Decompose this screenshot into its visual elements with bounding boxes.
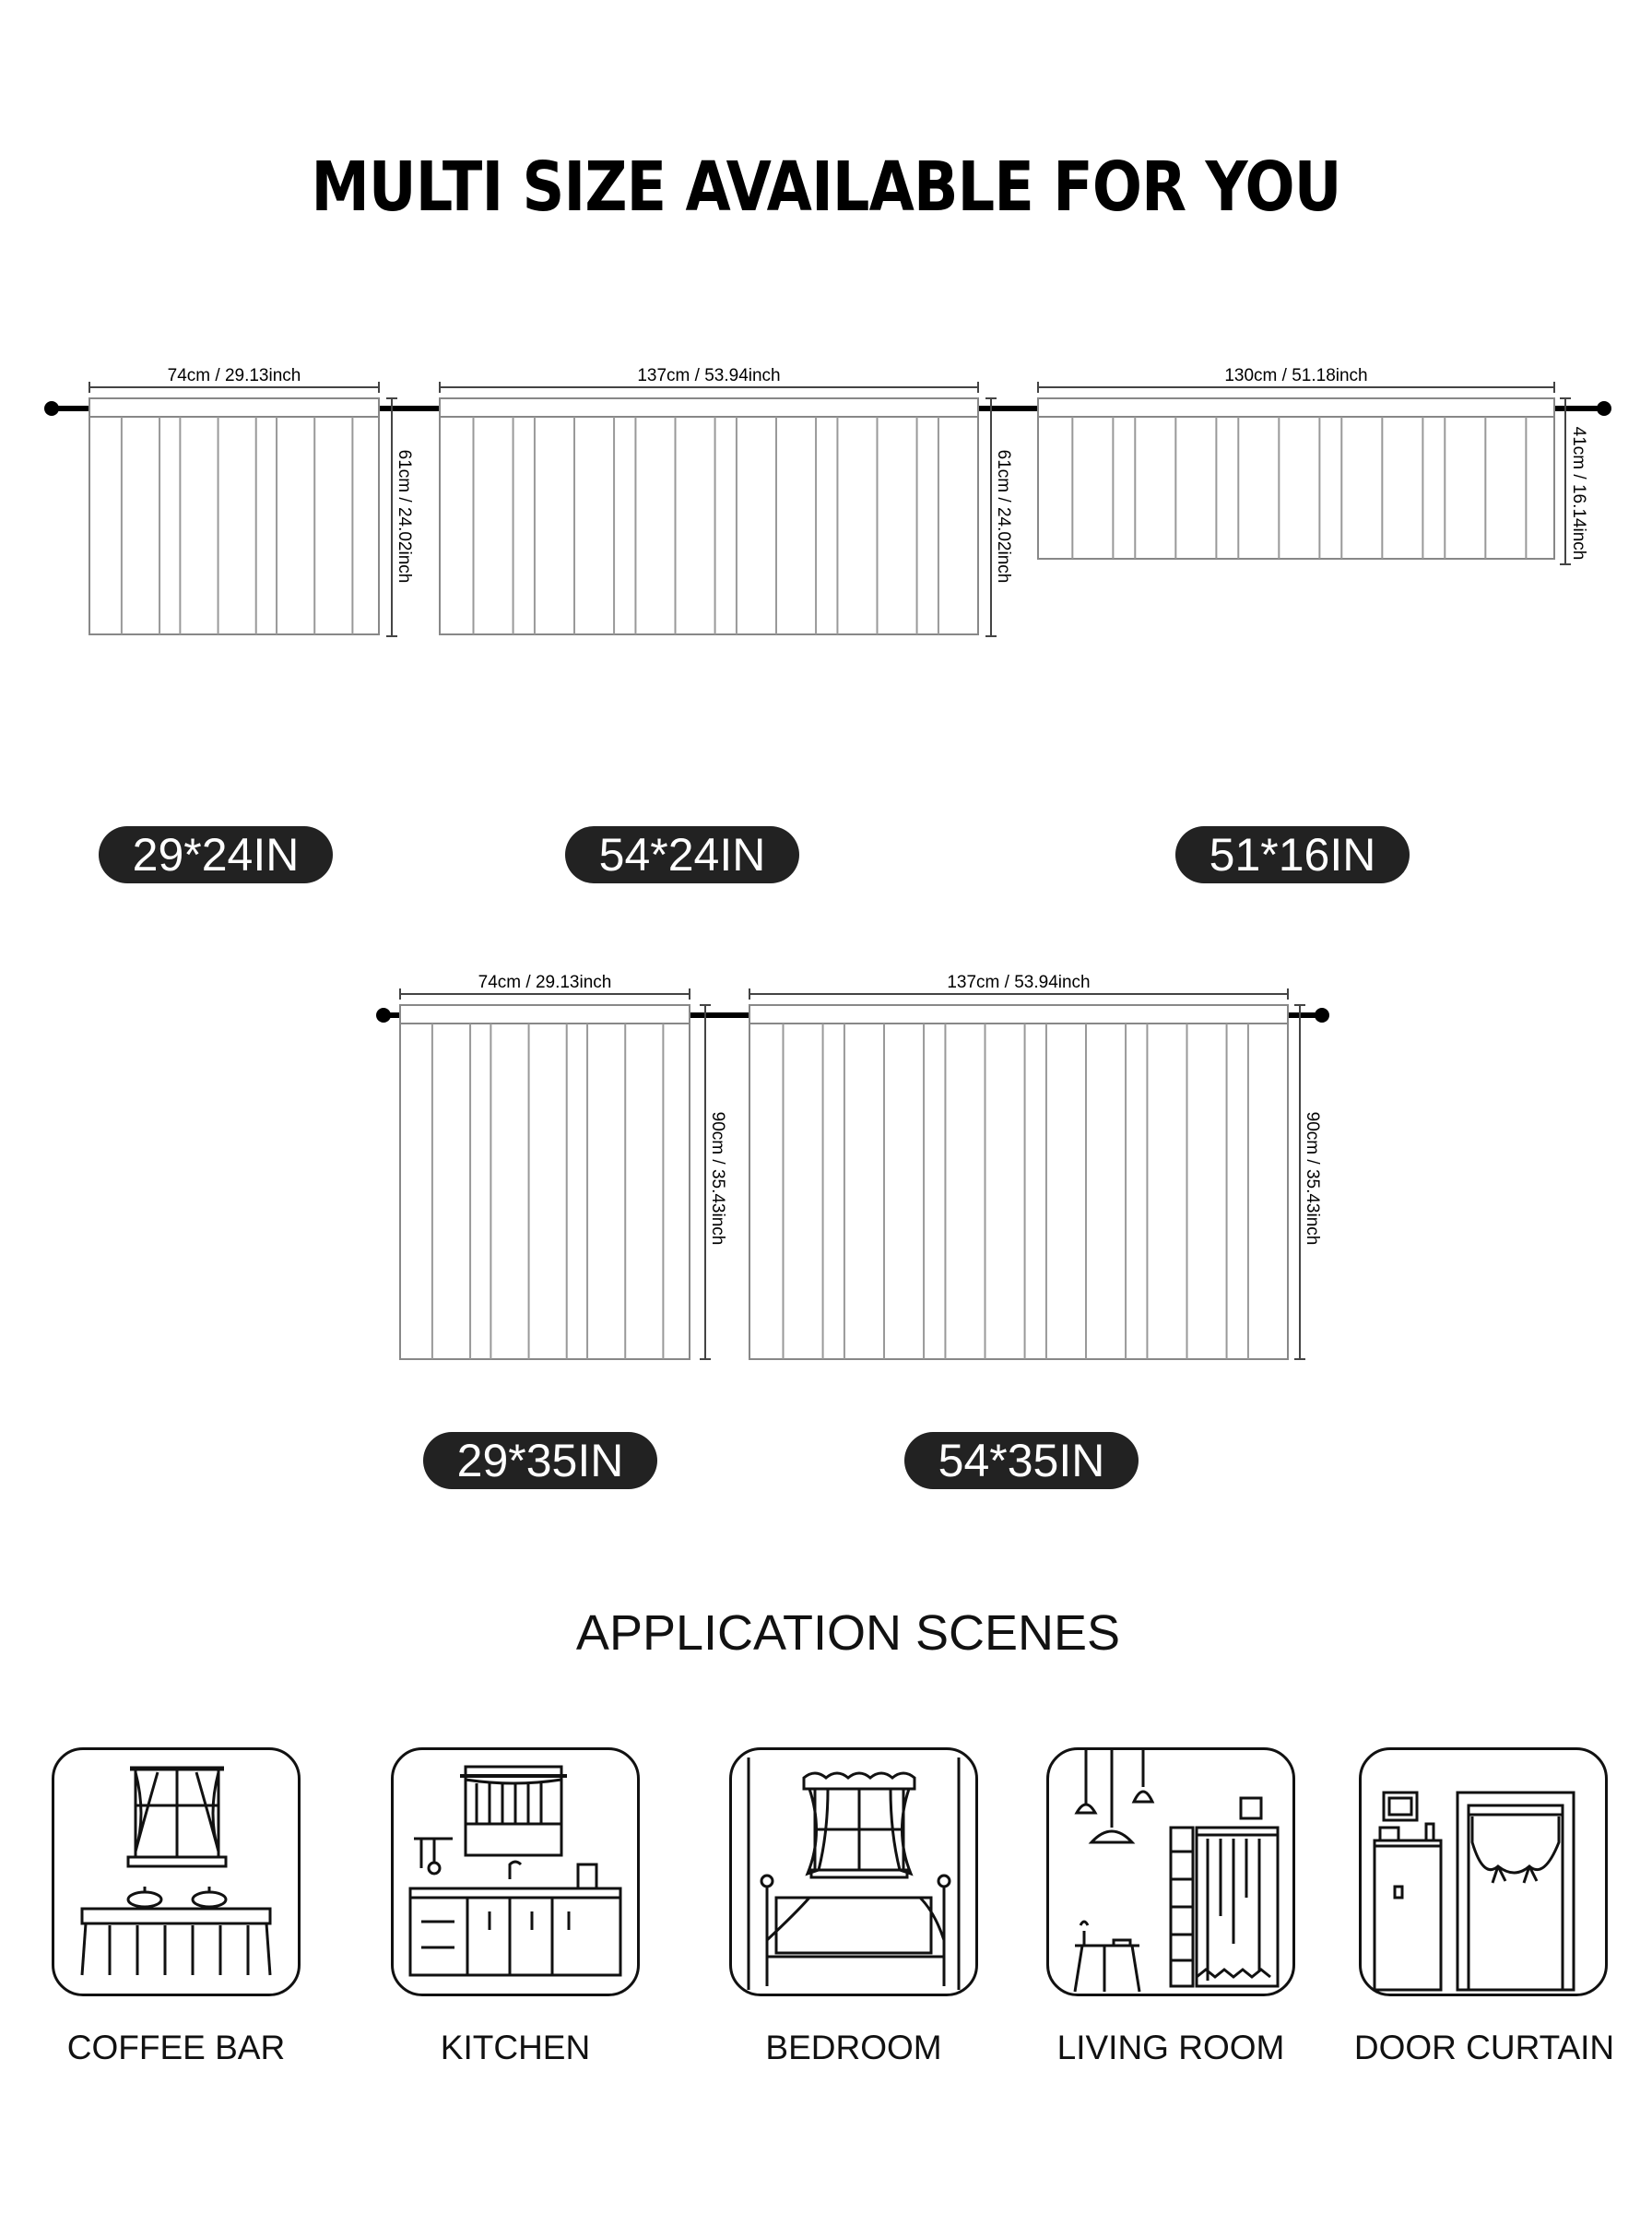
- size-badge-29x24: 29*24IN: [99, 826, 333, 883]
- curtain-51x16: 130cm / 51.18inch 41cm / 16.14inch: [1037, 366, 1588, 565]
- height-label: 61cm / 24.02inch: [994, 450, 1013, 584]
- curtain-54x24: 137cm / 53.94inch 61cm / 24.02inch: [439, 366, 1013, 637]
- size-badge-51x16: 51*16IN: [1175, 826, 1410, 883]
- size-badge-54x24: 54*24IN: [565, 826, 799, 883]
- height-label: 41cm / 16.14inch: [1569, 427, 1588, 561]
- size-diagram-row-2: 74cm / 29.13inch 90cm / 35.43inch 137cm …: [376, 973, 1329, 1360]
- scene-label-bedroom: BEDROOM: [765, 2029, 942, 2066]
- height-label: 61cm / 24.02inch: [395, 450, 414, 584]
- width-label: 137cm / 53.94inch: [947, 973, 1090, 992]
- width-label: 74cm / 29.13inch: [168, 366, 301, 385]
- page-title: MULTI SIZE AVAILABLE FOR YOU: [311, 148, 1341, 227]
- kitchen-icon: [391, 1747, 640, 1996]
- section-title: APPLICATION SCENES: [575, 1605, 1121, 1661]
- coffee-bar-icon: [52, 1747, 301, 1996]
- width-label: 130cm / 51.18inch: [1224, 366, 1367, 385]
- width-label: 137cm / 53.94inch: [637, 366, 780, 385]
- height-label: 90cm / 35.43inch: [708, 1112, 727, 1246]
- curtain-29x35: 74cm / 29.13inch 90cm / 35.43inch: [399, 973, 727, 1360]
- rod-end-cap: [1315, 1008, 1329, 1023]
- living-room-icon: [1046, 1747, 1295, 1996]
- curtain-54x35: 137cm / 53.94inch 90cm / 35.43inch: [749, 973, 1322, 1360]
- scene-label-kitchen: KITCHEN: [440, 2029, 591, 2066]
- rod-end-cap: [44, 401, 59, 416]
- height-label: 90cm / 35.43inch: [1303, 1112, 1322, 1246]
- rod-end-cap: [1597, 401, 1611, 416]
- door-curtain-icon: [1359, 1747, 1608, 1996]
- scene-label-coffee-bar: COFFEE BAR: [66, 2029, 286, 2066]
- scene-label-living-room: LIVING ROOM: [1056, 2029, 1285, 2066]
- bedroom-icon: [729, 1747, 978, 1996]
- width-label: 74cm / 29.13inch: [478, 973, 612, 992]
- rod-end-cap: [376, 1008, 391, 1023]
- scene-label-door-curtain: DOOR CURTAIN: [1353, 2029, 1615, 2066]
- curtain-29x24: 74cm / 29.13inch 61cm / 24.02inch: [88, 366, 414, 637]
- size-badge-54x35: 54*35IN: [904, 1432, 1139, 1489]
- size-diagram-row-1: 74cm / 29.13inch 61cm / 24.02inch 137cm …: [44, 366, 1611, 637]
- size-badge-29x35: 29*35IN: [423, 1432, 657, 1489]
